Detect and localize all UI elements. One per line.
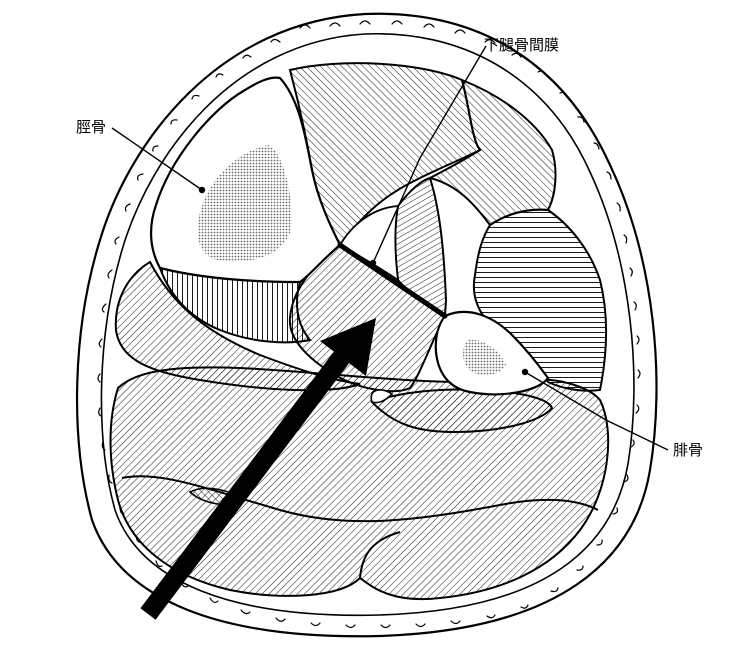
label-fibula: 腓骨 — [673, 441, 703, 459]
membrane-pointer-dot — [369, 259, 377, 267]
label-interosseous-membrane: 下腿骨間膜 — [484, 36, 559, 54]
soleus-gastrocnemius-boundary — [121, 475, 599, 523]
tibia-pointer-dot — [198, 186, 206, 194]
fibula-pointer-dot — [521, 368, 529, 376]
leader-lines — [111, 45, 669, 451]
peroneus-muscle — [472, 208, 608, 392]
interosseous-membrane-line — [337, 242, 448, 319]
fibula-marrow-cavity — [463, 339, 506, 376]
subcutaneous-fat-marks — [97, 20, 641, 629]
approach-arrow — [140, 318, 376, 620]
midline-muscle-division — [359, 531, 401, 579]
flexor-hallucis-tail — [370, 389, 394, 404]
label-tibia: 脛骨 — [76, 118, 106, 136]
tibia-marrow-cavity — [197, 145, 292, 262]
flexor-hallucis-longus — [370, 388, 554, 434]
